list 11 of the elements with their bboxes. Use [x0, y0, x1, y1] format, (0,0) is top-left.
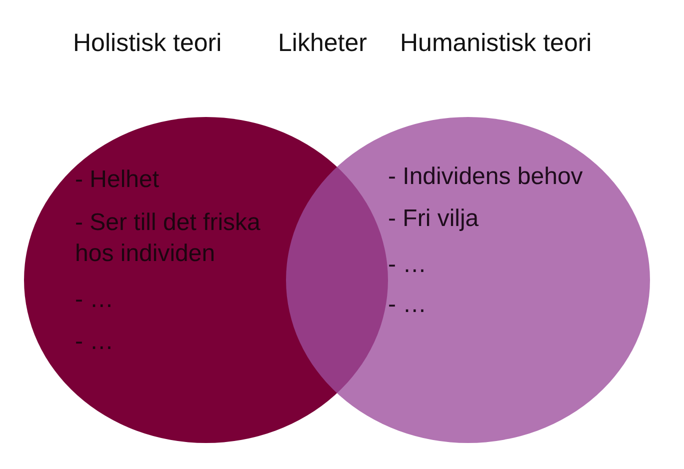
list-item: - Ser till det friska hos individen: [75, 208, 262, 269]
set-heading: Holistisk teori: [73, 28, 222, 58]
list-item: - …: [75, 327, 115, 357]
list-item: - …: [388, 250, 428, 280]
set-heading: Likheter: [278, 28, 367, 58]
list-item: - Helhet: [75, 165, 160, 195]
list-item: - Individens behov: [388, 162, 584, 192]
list-item: - …: [75, 285, 115, 315]
list-item: - Fri vilja: [388, 204, 480, 234]
list-item: - …: [388, 290, 428, 320]
set-heading: Humanistisk teori: [400, 28, 592, 58]
